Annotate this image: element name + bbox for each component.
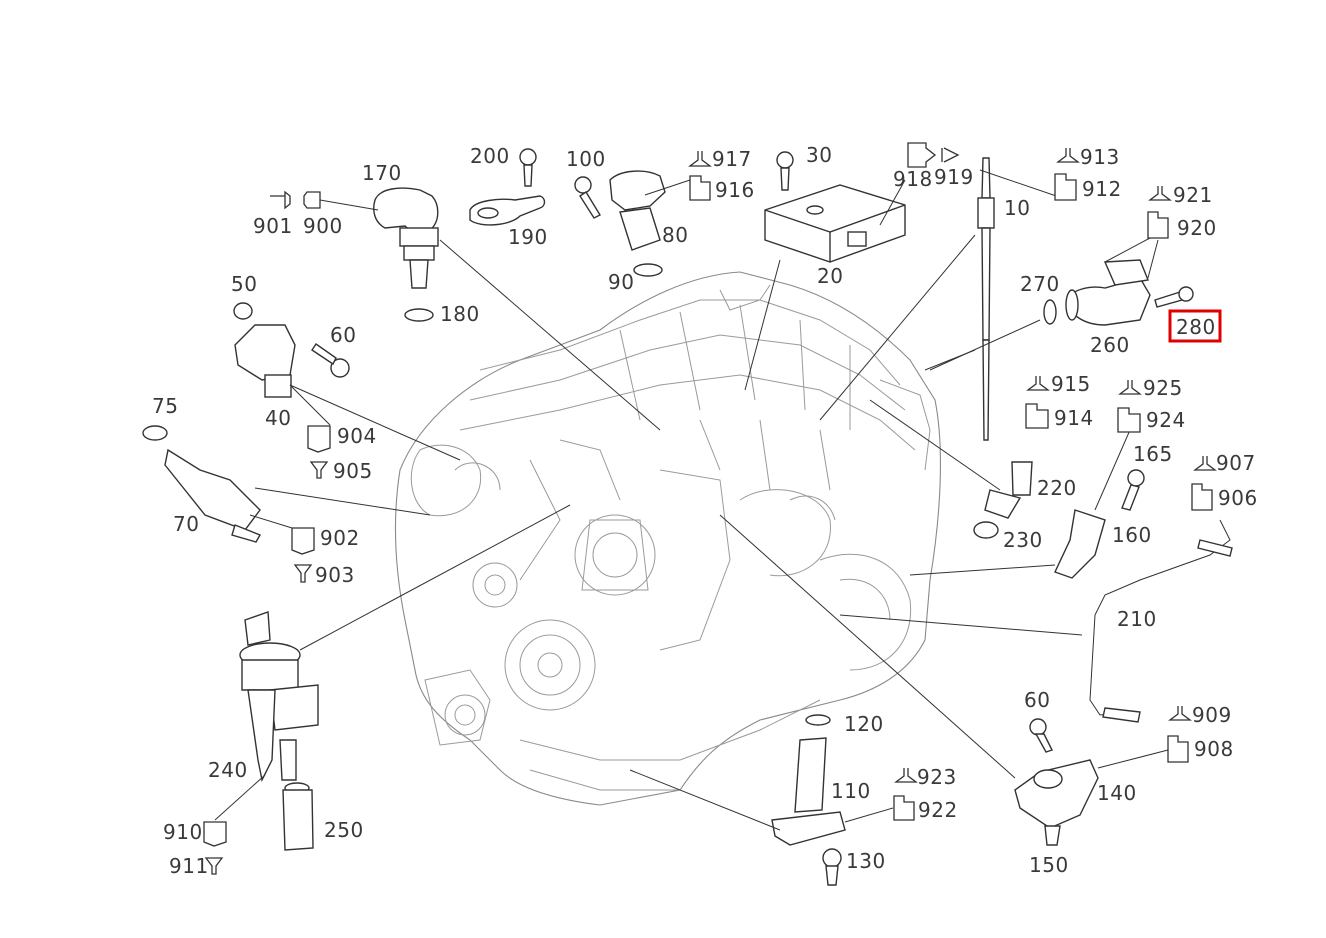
- callout-908[interactable]: 908: [1194, 737, 1234, 761]
- engine-illustration: [394, 271, 941, 806]
- leader-lines: [214, 169, 1169, 831]
- callout-labels: 170 901 900 180 200 190 100 917 916 80 9…: [152, 143, 1258, 878]
- callout-922[interactable]: 922: [918, 798, 958, 822]
- part-220-sensor: [973, 461, 1033, 539]
- callout-900[interactable]: 900: [303, 214, 343, 238]
- callout-220[interactable]: 220: [1037, 476, 1077, 500]
- callout-914[interactable]: 914: [1054, 406, 1094, 430]
- callout-165[interactable]: 165: [1133, 442, 1173, 466]
- part-70-sensor: [142, 425, 262, 543]
- callout-190[interactable]: 190: [508, 225, 548, 249]
- part-160-sensor: [1054, 469, 1145, 579]
- callout-40[interactable]: 40: [265, 406, 291, 430]
- callout-907[interactable]: 907: [1216, 451, 1256, 475]
- callout-110[interactable]: 110: [831, 779, 871, 803]
- callout-210[interactable]: 210: [1117, 607, 1157, 631]
- callout-130[interactable]: 130: [846, 849, 886, 873]
- plug-connector-icon: [303, 191, 321, 209]
- callout-913[interactable]: 913: [1080, 145, 1120, 169]
- callout-50[interactable]: 50: [231, 272, 257, 296]
- part-30-bolt: [776, 151, 794, 191]
- callout-918[interactable]: 918: [893, 167, 933, 191]
- part-110-sensor: [771, 714, 846, 886]
- callout-909[interactable]: 909: [1192, 703, 1232, 727]
- callout-906[interactable]: 906: [1218, 486, 1258, 510]
- connector-symbols: [203, 142, 1217, 875]
- callout-902[interactable]: 902: [320, 526, 360, 550]
- part-190-bracket: [469, 148, 546, 226]
- part-210-temperature-sensor: [1089, 519, 1233, 723]
- part-280-bolt: [1154, 286, 1194, 308]
- callout-925[interactable]: 925: [1143, 376, 1183, 400]
- callout-921[interactable]: 921: [1173, 183, 1213, 207]
- callout-260[interactable]: 260: [1090, 333, 1130, 357]
- callout-90[interactable]: 90: [608, 270, 634, 294]
- callout-10[interactable]: 10: [1004, 196, 1030, 220]
- callout-240[interactable]: 240: [208, 758, 248, 782]
- callout-180[interactable]: 180: [440, 302, 480, 326]
- callout-280[interactable]: 280: [1176, 315, 1216, 339]
- callout-140[interactable]: 140: [1097, 781, 1137, 805]
- callout-60-right[interactable]: 60: [1024, 688, 1050, 712]
- callout-910[interactable]: 910: [163, 820, 203, 844]
- callout-120[interactable]: 120: [844, 712, 884, 736]
- callout-920[interactable]: 920: [1177, 216, 1217, 240]
- callout-915[interactable]: 915: [1051, 372, 1091, 396]
- part-80-sensor: [574, 170, 666, 277]
- callout-270[interactable]: 270: [1020, 272, 1060, 296]
- callout-230[interactable]: 230: [1003, 528, 1043, 552]
- callout-901[interactable]: 901: [253, 214, 293, 238]
- callout-912[interactable]: 912: [1082, 177, 1122, 201]
- part-240-valve: [239, 611, 319, 851]
- part-140-sensor: [1014, 718, 1099, 846]
- callout-250[interactable]: 250: [324, 818, 364, 842]
- callout-905[interactable]: 905: [333, 459, 373, 483]
- callout-30[interactable]: 30: [806, 143, 832, 167]
- part-40-sensor: [233, 302, 350, 398]
- connector-seal-icon: [270, 190, 291, 210]
- part-20-control-unit: [764, 184, 906, 263]
- callout-150[interactable]: 150: [1029, 853, 1069, 877]
- callout-100[interactable]: 100: [566, 147, 606, 171]
- callout-200[interactable]: 200: [470, 144, 510, 168]
- part-170-sensor: [373, 187, 439, 322]
- callout-903[interactable]: 903: [315, 563, 355, 587]
- callout-924[interactable]: 924: [1146, 408, 1186, 432]
- callout-904[interactable]: 904: [337, 424, 377, 448]
- callout-923[interactable]: 923: [917, 765, 957, 789]
- callout-160[interactable]: 160: [1112, 523, 1152, 547]
- callout-170[interactable]: 170: [362, 161, 402, 185]
- part-260-sensor: [1043, 259, 1151, 326]
- part-10-glow-plug: [977, 157, 995, 441]
- callout-916[interactable]: 916: [715, 178, 755, 202]
- highlight-box-280: [1168, 309, 1222, 343]
- callout-919[interactable]: 919: [934, 165, 974, 189]
- callout-20[interactable]: 20: [817, 264, 843, 288]
- callout-70[interactable]: 70: [173, 512, 199, 536]
- callout-60-left[interactable]: 60: [330, 323, 356, 347]
- callout-80[interactable]: 80: [662, 223, 688, 247]
- callout-75[interactable]: 75: [152, 394, 178, 418]
- callout-911[interactable]: 911: [169, 854, 209, 878]
- callout-917[interactable]: 917: [712, 147, 752, 171]
